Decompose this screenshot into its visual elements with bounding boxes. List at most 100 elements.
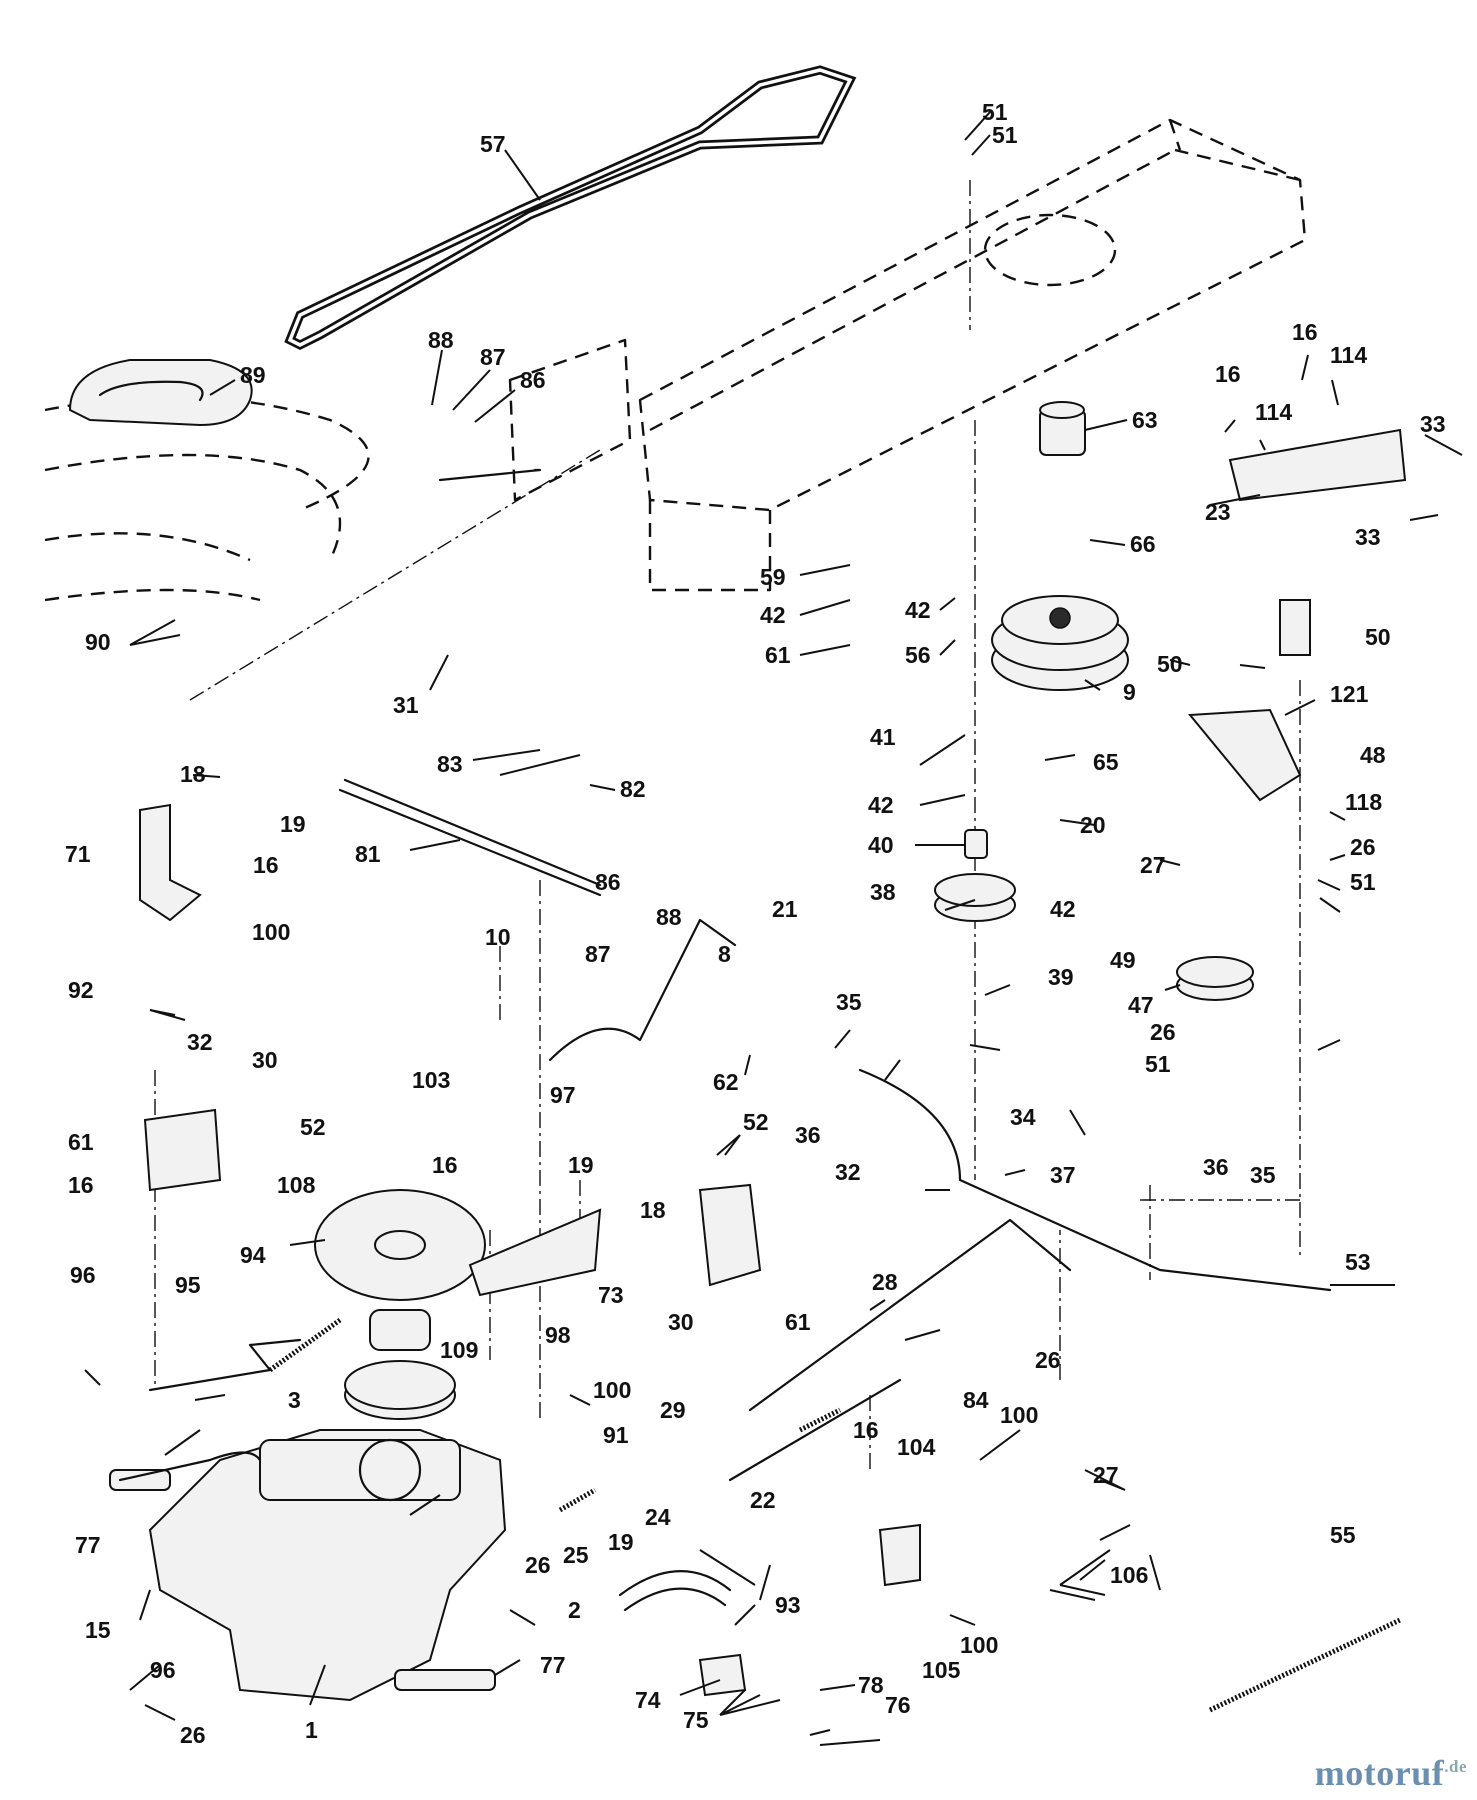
label-42: 42 bbox=[868, 792, 894, 818]
label-26: 26 bbox=[1035, 1347, 1061, 1373]
label-118: 118 bbox=[1345, 789, 1382, 815]
label-52: 52 bbox=[300, 1114, 326, 1140]
label-109: 109 bbox=[440, 1337, 478, 1363]
label-86: 86 bbox=[595, 869, 621, 895]
label-42: 42 bbox=[760, 602, 786, 628]
label-81: 81 bbox=[355, 841, 381, 867]
label-15: 15 bbox=[85, 1617, 111, 1643]
label-32: 32 bbox=[187, 1029, 213, 1055]
label-65: 65 bbox=[1093, 749, 1119, 775]
label-24: 24 bbox=[645, 1504, 671, 1530]
label-98: 98 bbox=[545, 1322, 571, 1348]
label-61: 61 bbox=[765, 642, 791, 668]
label-2: 2 bbox=[568, 1597, 581, 1623]
label-26: 26 bbox=[1150, 1019, 1176, 1045]
label-16: 16 bbox=[1215, 361, 1241, 387]
label-57: 57 bbox=[480, 131, 506, 157]
label-105: 105 bbox=[922, 1657, 961, 1683]
seat-cover bbox=[68, 359, 253, 427]
watermark-tld: .de bbox=[1444, 1757, 1467, 1776]
label-26: 26 bbox=[180, 1722, 206, 1748]
label-31: 31 bbox=[393, 692, 419, 718]
label-38: 38 bbox=[870, 879, 896, 905]
hardware-parts bbox=[109, 401, 1407, 1713]
label-103: 103 bbox=[412, 1067, 450, 1093]
watermark-name: motoruf bbox=[1314, 1753, 1445, 1793]
label-93: 93 bbox=[775, 1592, 801, 1618]
label-16: 16 bbox=[253, 852, 279, 878]
label-74: 74 bbox=[635, 1687, 661, 1713]
label-16: 16 bbox=[68, 1172, 94, 1198]
watermark: motoruf.de bbox=[1315, 1752, 1467, 1794]
label-26: 26 bbox=[1350, 834, 1376, 860]
label-76: 76 bbox=[885, 1692, 911, 1718]
label-18: 18 bbox=[640, 1197, 666, 1223]
label-51: 51 bbox=[1145, 1051, 1171, 1077]
label-22: 22 bbox=[750, 1487, 776, 1513]
label-55: 55 bbox=[1330, 1522, 1356, 1548]
label-23: 23 bbox=[1205, 499, 1231, 525]
label-29: 29 bbox=[660, 1397, 686, 1423]
label-90: 90 bbox=[85, 629, 111, 655]
label-34: 34 bbox=[1010, 1104, 1036, 1130]
label-52: 52 bbox=[743, 1109, 769, 1135]
label-108: 108 bbox=[277, 1172, 316, 1198]
label-10: 10 bbox=[485, 924, 511, 950]
label-78: 78 bbox=[858, 1672, 884, 1698]
label-36: 36 bbox=[795, 1122, 821, 1148]
frame-phantom bbox=[44, 118, 1307, 602]
label-100: 100 bbox=[960, 1632, 998, 1658]
label-25: 25 bbox=[563, 1542, 589, 1568]
label-53: 53 bbox=[1345, 1249, 1371, 1275]
label-61: 61 bbox=[785, 1309, 811, 1335]
label-16: 16 bbox=[853, 1417, 879, 1443]
label-88: 88 bbox=[656, 904, 682, 930]
label-51: 51 bbox=[1350, 869, 1376, 895]
label-35: 35 bbox=[1250, 1162, 1276, 1188]
label-42: 42 bbox=[1050, 896, 1076, 922]
label-21: 21 bbox=[772, 896, 798, 922]
label-40: 40 bbox=[868, 832, 894, 858]
label-96: 96 bbox=[150, 1657, 176, 1683]
label-32: 32 bbox=[835, 1159, 861, 1185]
label-19: 19 bbox=[568, 1152, 594, 1178]
label-1: 1 bbox=[305, 1717, 318, 1743]
label-63: 63 bbox=[1132, 407, 1158, 433]
drive-belt bbox=[284, 65, 857, 351]
label-73: 73 bbox=[598, 1282, 624, 1308]
label-61: 61 bbox=[68, 1129, 94, 1155]
label-86: 86 bbox=[520, 367, 546, 393]
label-49: 49 bbox=[1110, 947, 1136, 973]
label-51: 51 bbox=[992, 122, 1018, 148]
label-48: 48 bbox=[1360, 742, 1386, 768]
label-27: 27 bbox=[1140, 852, 1166, 878]
label-114: 114 bbox=[1330, 342, 1367, 368]
label-42: 42 bbox=[905, 597, 931, 623]
label-50: 50 bbox=[1365, 624, 1391, 650]
label-95: 95 bbox=[175, 1272, 201, 1298]
label-9: 9 bbox=[1123, 679, 1136, 705]
leader-lines bbox=[84, 111, 1463, 1746]
label-35: 35 bbox=[836, 989, 862, 1015]
label-66: 66 bbox=[1130, 531, 1156, 557]
label-3: 3 bbox=[288, 1387, 301, 1413]
label-19: 19 bbox=[280, 811, 306, 837]
label-100: 100 bbox=[1000, 1402, 1038, 1428]
label-56: 56 bbox=[905, 642, 931, 668]
label-26: 26 bbox=[525, 1552, 551, 1578]
label-19: 19 bbox=[608, 1529, 634, 1555]
label-121: 121 bbox=[1330, 681, 1369, 707]
label-41: 41 bbox=[870, 724, 896, 750]
label-36: 36 bbox=[1203, 1154, 1229, 1180]
label-87: 87 bbox=[480, 344, 506, 370]
label-89: 89 bbox=[240, 362, 266, 388]
label-75: 75 bbox=[683, 1707, 709, 1733]
label-88: 88 bbox=[428, 327, 454, 353]
part-labels: 57 51 51 89 88 87 86 63 16 114 16 114 3 3… bbox=[65, 99, 1446, 1748]
label-50: 50 bbox=[1157, 651, 1183, 677]
label-77: 77 bbox=[75, 1532, 101, 1558]
label-114: 114 bbox=[1255, 399, 1292, 425]
label-97: 97 bbox=[550, 1082, 576, 1108]
label-71: 71 bbox=[65, 841, 91, 867]
label-82: 82 bbox=[620, 776, 646, 802]
